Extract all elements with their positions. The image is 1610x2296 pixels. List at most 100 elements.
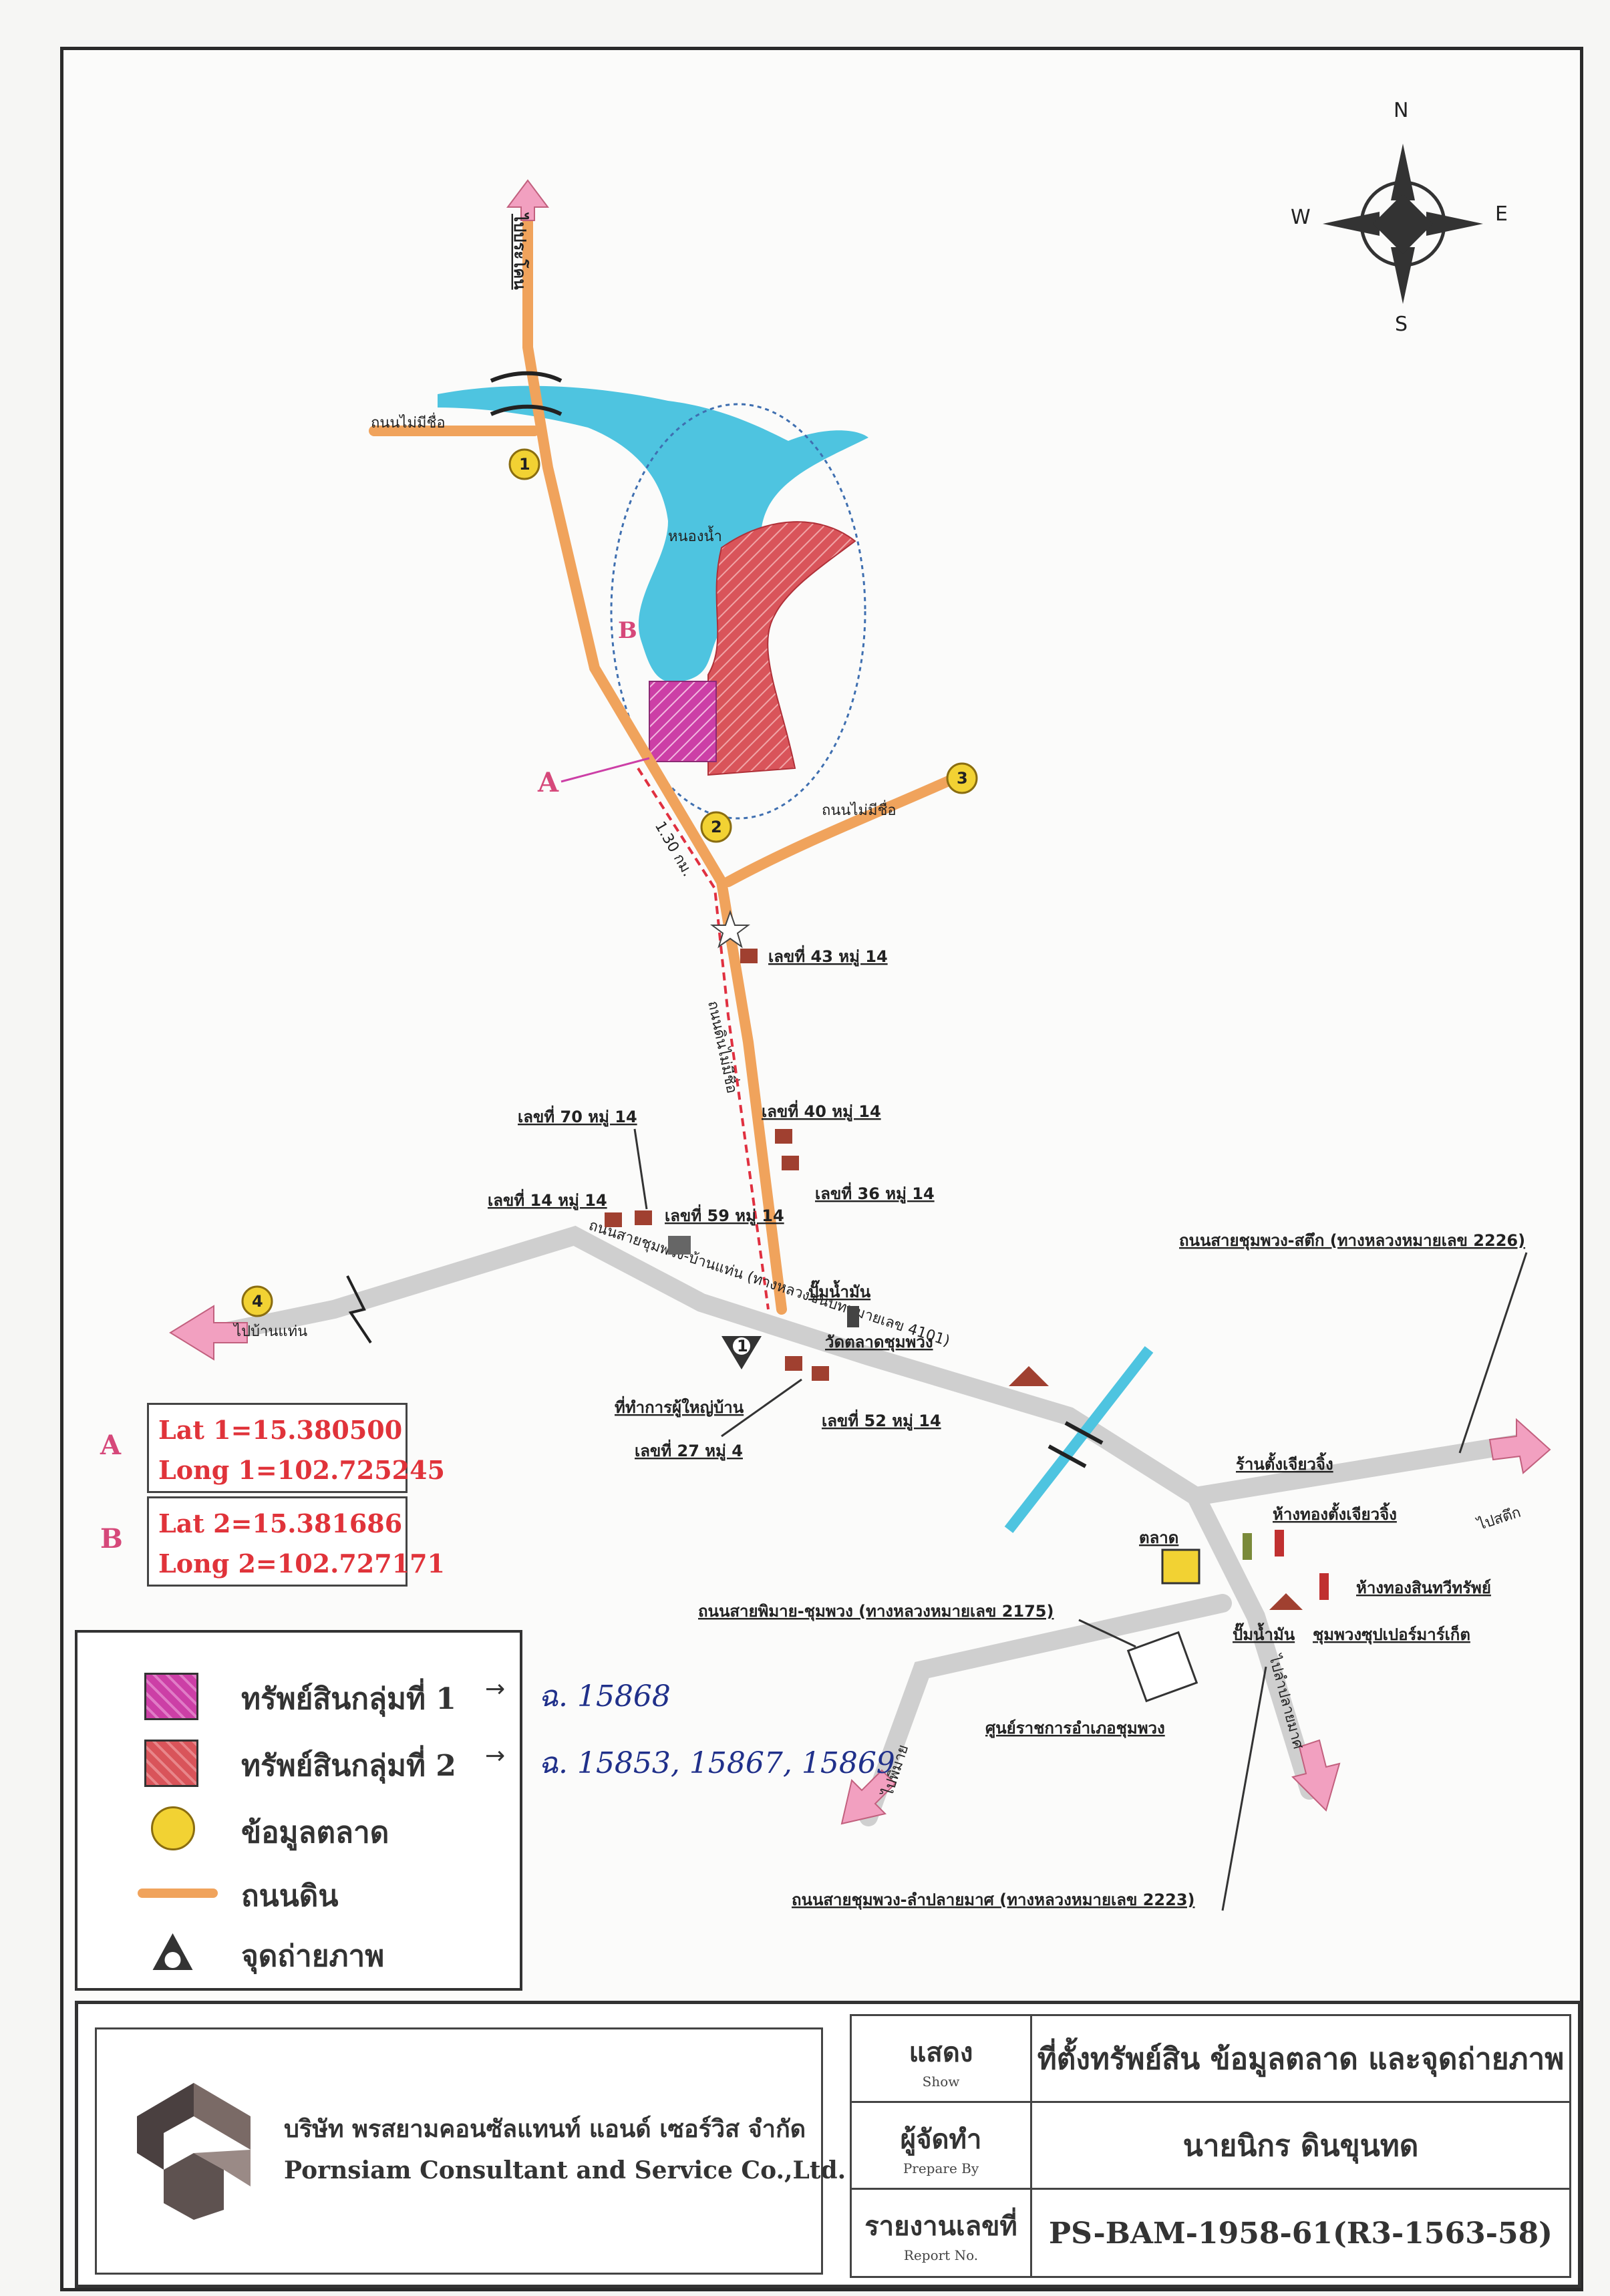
house-icon	[1269, 1593, 1303, 1610]
label-temple: วัดตลาดชุมพวง	[825, 1333, 933, 1353]
compass-n: N	[1394, 99, 1408, 122]
east-arrow-icon	[1488, 1418, 1551, 1474]
house-icon	[785, 1356, 802, 1371]
title-block: บริษัท พรสยามคอนซัลแทนท์ แอนด์ เซอร์วิส …	[75, 2001, 1581, 2288]
pond-label: หนองน้ำ	[668, 526, 722, 545]
house-icon	[668, 1236, 691, 1255]
property-group2	[707, 521, 856, 776]
info-val-report: PS-BAM-1958-61(R3-1563-58)	[1048, 2216, 1553, 2251]
legend-group2-swatch	[144, 1740, 198, 1787]
legend-market-label: ข้อมูลตลาด	[241, 1816, 389, 1850]
west-arrow-icon	[169, 1305, 248, 1361]
company-box: บริษัท พรสยามคอนซัลแทนท์ แอนด์ เซอร์วิส …	[95, 2027, 846, 2275]
label-road-north: ถนนไม่มีชื่อ	[371, 412, 446, 432]
property-group1	[649, 681, 717, 762]
coord-a-box: Lat 1=15.380500 Long 1=102.725245	[147, 1403, 445, 1493]
stream-east	[1004, 1346, 1154, 1533]
shop-icon	[1319, 1573, 1329, 1600]
label-gas: ปั๊มน้ำมัน	[1233, 1622, 1295, 1644]
leader-line	[721, 1378, 802, 1438]
info-val-show: ที่ตั้งทรัพย์สิน ข้อมูลตลาด และจุดถ่ายภา…	[1037, 2041, 1565, 2076]
house-icon	[775, 1129, 792, 1144]
arrow-icon: →	[485, 1675, 506, 1703]
compass-w: W	[1291, 206, 1311, 229]
legend-group1-label: ทรัพย์สินกลุ่มที่ 1	[241, 1682, 456, 1716]
label-h52: เลขที่ 52 หมู่ 14	[822, 1409, 941, 1431]
leader-line	[1221, 1666, 1267, 1911]
legend-market-icon	[151, 1806, 195, 1850]
svg-text:1: 1	[519, 455, 530, 474]
legend-group2-label: ทรัพย์สินกลุ่มที่ 2	[241, 1749, 456, 1783]
label-h27: เลขที่ 27 หมู่ 4	[635, 1439, 743, 1461]
label-road-2226: ถนนสายชุมพวง-สตึก (ทางหลวงหมายเลข 2226)	[1179, 1231, 1525, 1251]
legend-road-label: ถนนดิน	[241, 1879, 339, 1913]
survey-boundary	[610, 403, 866, 820]
label-h59: เลขที่ 59 หมู่ 14	[665, 1204, 784, 1226]
bridge-east-icon	[1048, 1421, 1104, 1468]
leader-line	[633, 1128, 648, 1210]
legend-group1-note: ฉ. 15868	[538, 1679, 671, 1713]
dirt-roads	[369, 195, 967, 1315]
info-row-show: แสดง Show ที่ตั้งทรัพย์สิน ข้อมูลตลาด แล…	[852, 2016, 1569, 2103]
leader-line	[1078, 1619, 1136, 1648]
marker-a-line	[560, 757, 650, 783]
legend-group1: ทรัพย์สินกลุ่มที่ 1 → ฉ. 15868	[77, 1666, 946, 1720]
legend-photo: จุดถ่ายภาพ	[77, 1923, 946, 1977]
svg-text:2: 2	[711, 818, 722, 836]
legend-market: ข้อมูลตลาด	[77, 1800, 946, 1853]
coord-b-lat: Lat 2=15.381686	[158, 1508, 403, 1538]
market-pin-4: 4	[241, 1285, 273, 1317]
pond-water	[438, 385, 868, 683]
compass-s: S	[1395, 313, 1408, 336]
label-road-2223: ถนนสายชุมพวง-ลำปลายมาศ (ทางหลวงหมายเลข 2…	[792, 1891, 1195, 1911]
temple-icon	[1009, 1366, 1049, 1386]
house-icon	[782, 1156, 799, 1170]
svg-text:4: 4	[252, 1292, 263, 1311]
house-icon	[740, 949, 758, 963]
market-icon	[1161, 1548, 1200, 1585]
label-water-tower: ปั๊มน้ำมัน	[808, 1279, 871, 1301]
district-office-icon	[1126, 1631, 1198, 1703]
label-road-east: ถนนไม่มีชื่อ	[822, 800, 897, 819]
compass-icon: N S E W	[1291, 99, 1508, 336]
water-tower-icon	[847, 1306, 859, 1327]
company-name-th: บริษัท พรสยามคอนซัลแทนท์ แอนด์ เซอร์วิส …	[284, 2115, 806, 2143]
info-key-report: รายงานเลขที่ Report No.	[852, 2190, 1032, 2277]
coord-b-box: Lat 2=15.381686 Long 2=102.727171	[147, 1496, 445, 1587]
road-break-icon	[346, 1275, 372, 1344]
marker-b: B	[618, 617, 637, 644]
legend-group2-note: ฉ. 15853, 15867, 15869	[538, 1746, 895, 1780]
main-roads	[211, 1225, 1533, 1826]
company-name-en: Pornsiam Consultant and Service Co.,Ltd.	[284, 2156, 846, 2184]
legend-group1-swatch	[144, 1673, 198, 1720]
svg-text:3: 3	[957, 769, 968, 788]
info-val-prepared: นายนิกร ดินขุนทด	[1182, 2128, 1419, 2163]
market-pin-1: 1	[508, 448, 540, 480]
legend-dirt-road: ถนนดิน	[77, 1863, 946, 1917]
label-h14: เลขที่ 14 หมู่ 14	[488, 1188, 607, 1210]
label-market: ตลาด	[1139, 1528, 1178, 1547]
svg-text:1: 1	[737, 1337, 748, 1355]
legend-photo-label: จุดถ่ายภาพ	[241, 1939, 385, 1973]
label-road-2175: ถนนสายพิมาย-ชุมพวง (ทางหลวงหมายเลข 2175)	[698, 1602, 1054, 1622]
info-key-prepared: ผู้จัดทำ Prepare By	[852, 2103, 1032, 2188]
house-icon	[812, 1366, 829, 1381]
label-village-office: ที่ทำการผู้ใหญ่บ้าน	[615, 1396, 744, 1418]
market-pin-3: 3	[946, 762, 978, 794]
coord-b-long: Long 2=102.727171	[158, 1548, 445, 1579]
label-to-satuek: ไปสตึก	[1474, 1504, 1523, 1534]
label-district-office: ศูนย์ราชการอำเภอชุมพวง	[985, 1719, 1165, 1739]
label-shop1: ร้านตั้งเจียวจิ้ง	[1236, 1452, 1333, 1474]
label-shop3: ห้างทองสินทวีทรัพย์	[1356, 1579, 1491, 1597]
market-pin-2: 2	[700, 811, 732, 843]
coord-a-long: Long 1=102.725245	[158, 1455, 445, 1485]
coord-a-letter: A	[100, 1430, 122, 1461]
photo-point-1: 1	[721, 1336, 762, 1369]
info-row-prepared: ผู้จัดทำ Prepare By นายนิกร ดินขุนทด	[852, 2103, 1569, 2190]
report-info-table: แสดง Show ที่ตั้งทรัพย์สิน ข้อมูลตลาด แล…	[850, 2014, 1571, 2278]
shop-icon	[1243, 1533, 1252, 1560]
legend-road-swatch	[138, 1889, 218, 1898]
legend-group2: ทรัพย์สินกลุ่มที่ 2 → ฉ. 15853, 15867, 1…	[77, 1733, 946, 1787]
star-icon	[710, 909, 750, 949]
